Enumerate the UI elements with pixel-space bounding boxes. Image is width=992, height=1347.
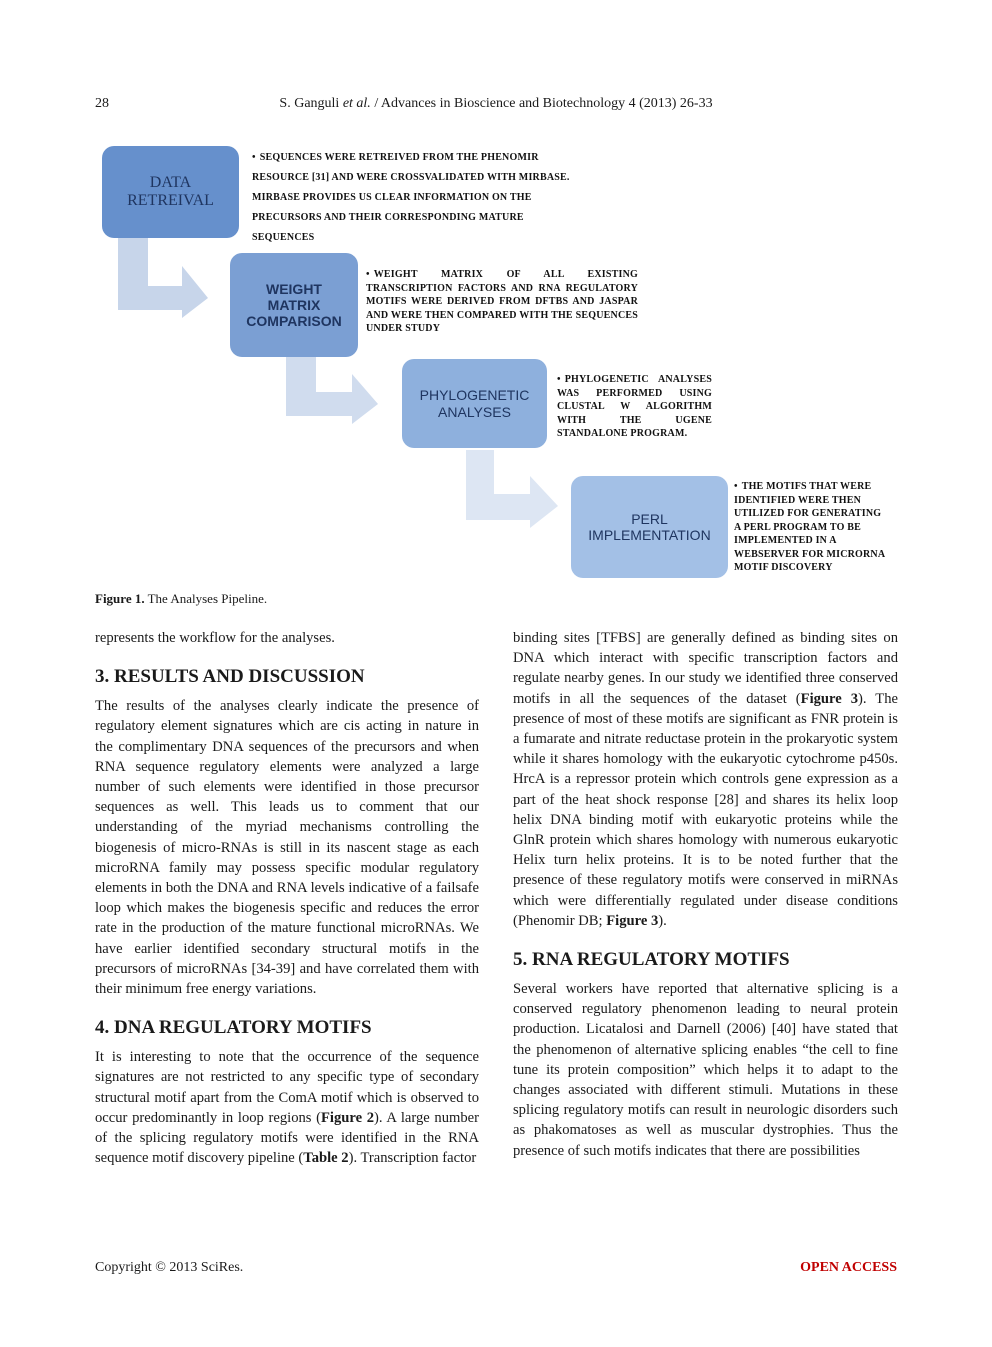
bullet-line: MOTIF DISCOVERY: [734, 562, 833, 573]
section-4-heading: 4. DNA REGULATORY MOTIFS: [95, 1017, 372, 1039]
description-phylogenetic: •PHYLOGENETIC ANALYSES WAS PERFORMED USI…: [557, 373, 712, 441]
intro-paragraph: represents the workflow for the analyses…: [95, 630, 335, 646]
description-data-retrieval: •SEQUENCES WERE RETREIVED FROM THE PHENO…: [252, 148, 592, 248]
bullet-dot: •: [734, 481, 738, 492]
arrow-1: [118, 238, 208, 318]
box-label-line: WEIGHT: [265, 280, 322, 297]
bullet-line: UTILIZED FOR GENERATING: [734, 508, 882, 519]
bullet-text: WEIGHT MATRIX OF ALL EXISTING TRANSCRIPT…: [366, 269, 638, 334]
tfbs-text-a: binding sites [TFBS] are generally defin…: [513, 630, 898, 707]
figure-2-ref: Figure 2: [321, 1109, 375, 1126]
copyright: Copyright © 2013 SciRes.: [95, 1260, 244, 1275]
bullet-dot: •: [366, 269, 370, 280]
box-label-line: RETREIVAL: [127, 192, 214, 209]
figure-3-ref-2: Figure 3: [606, 912, 659, 929]
bullet-line: SEQUENCES WERE RETREIVED FROM THE PHENOM…: [259, 152, 539, 163]
box-label-line: COMPARISON: [246, 313, 342, 330]
bullet-line: WEBSERVER FOR MICRORNA: [734, 548, 886, 560]
section-4-text: It is interesting to note that the occur…: [95, 1047, 479, 1168]
description-weight-matrix: •WEIGHT MATRIX OF ALL EXISTING TRANSCRIP…: [366, 268, 638, 336]
running-header-authors: S. Ganguli: [279, 96, 343, 111]
running-header-journal: / Advances in Bioscience and Biotechnolo…: [370, 96, 713, 111]
bullet-line: SEQUENCES: [252, 232, 315, 243]
box-label-line: MATRIX: [267, 296, 321, 313]
tfbs-text-c: ).: [658, 912, 667, 929]
section-5-heading: 5. RNA REGULATORY MOTIFS: [513, 949, 790, 971]
figure-caption-label: Figure 1.: [95, 591, 145, 606]
table-2-ref: Table 2: [303, 1150, 349, 1167]
description-perl: •THE MOTIFS THAT WERE IDENTIFIED WERE THE…: [734, 480, 894, 575]
open-access-label: OPEN ACCESS: [800, 1260, 897, 1275]
section-4-text-a: It is interesting to note that the occur…: [95, 1049, 479, 1126]
section-3-heading: 3. RESULTS AND DISCUSSION: [95, 666, 365, 688]
bullet-line: PRECURSORS AND THEIR CORRESPONDING MATUR…: [252, 212, 524, 223]
bullet-line: IMPLEMENTED IN A: [734, 535, 837, 546]
box-label-line: PHYLOGENETIC: [419, 387, 530, 404]
left-column: represents the workflow for the analyses…: [95, 628, 479, 1168]
section-4-text-c: ). Transcription factor: [348, 1150, 477, 1167]
page-number: 28: [95, 96, 109, 111]
bullet-line: IDENTIFIED WERE THEN: [734, 494, 861, 506]
figure-3-ref: Figure 3: [800, 690, 859, 707]
tfbs-paragraph: binding sites [TFBS] are generally defin…: [513, 628, 898, 931]
arrow-2: [286, 348, 378, 424]
running-header: S. Ganguli et al. / Advances in Bioscien…: [0, 96, 992, 112]
bullet-line: A PERL PROGRAM TO BE: [734, 521, 861, 533]
tfbs-text-b: ). The presence of most of these motifs …: [513, 690, 898, 929]
right-column: binding sites [TFBS] are generally defin…: [513, 628, 898, 1161]
section-5-text: Several workers have reported that alter…: [513, 981, 898, 1159]
bullet-line: RESOURCE [31] AND WERE CROSSVALIDATED WI…: [252, 172, 570, 183]
box-label-line: IMPLEMENTATION: [588, 527, 711, 543]
box-label-line: DATA: [149, 173, 192, 191]
bullet-dot: •: [252, 152, 256, 163]
running-header-etal: et al.: [342, 96, 371, 111]
bullet-line: THE MOTIFS THAT WERE: [741, 481, 872, 492]
arrow-3: [466, 450, 558, 528]
bullet-text: PHYLOGENETIC ANALYSES WAS PERFORMED USIN…: [557, 374, 712, 439]
section-3-text: The results of the analyses clearly indi…: [95, 698, 479, 998]
box-label-line: ANALYSES: [438, 403, 511, 420]
section-4-text-b: ). A large number of the splicing regula…: [95, 1109, 479, 1167]
figure-caption: Figure 1. The Analyses Pipeline.: [95, 591, 267, 607]
bullet-dot: •: [557, 374, 561, 385]
box-label-line: PERL: [631, 510, 668, 527]
figure-caption-text: The Analyses Pipeline.: [144, 591, 268, 606]
bullet-line: MIRBASE PROVIDES US CLEAR INFORMATION ON…: [252, 192, 532, 203]
